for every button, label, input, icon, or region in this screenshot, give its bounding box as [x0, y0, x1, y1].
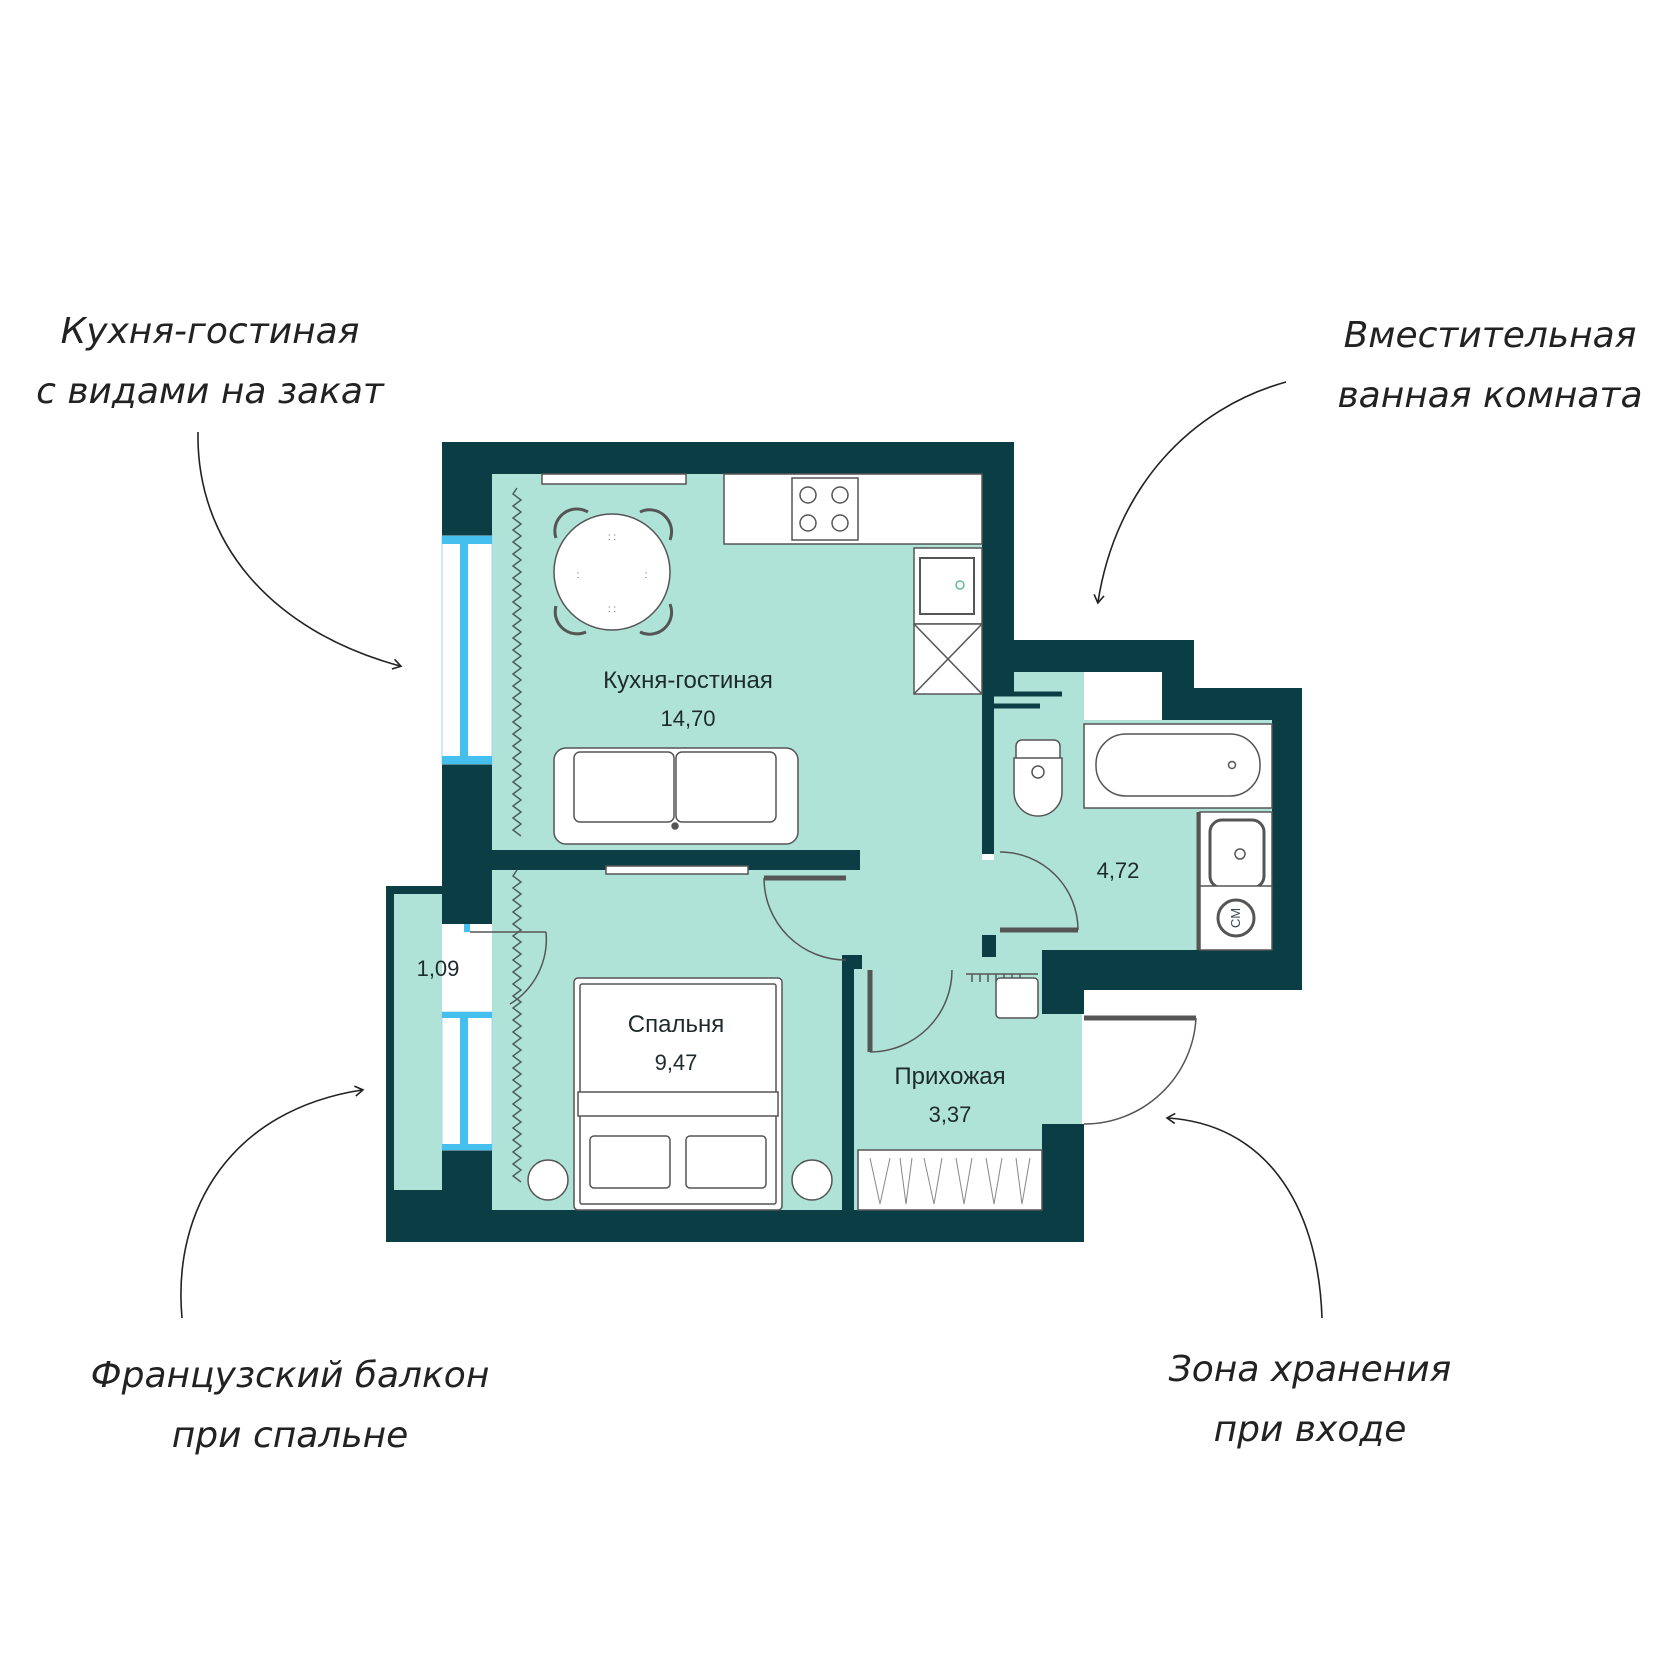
- windows: [441, 535, 493, 1151]
- toilet-icon: [1013, 739, 1063, 817]
- bathroom-annotation-line2: ванная комната: [1337, 375, 1643, 416]
- kitchen-annotation-line1: Кухня-гостиная: [60, 311, 360, 352]
- nightstand-left: [527, 1159, 569, 1201]
- svg-text::: :: [577, 570, 580, 581]
- wall-balcony-bottom: [386, 1190, 442, 1242]
- balcony-annotation-line2: при спальне: [171, 1415, 409, 1456]
- room-labels: Кухня-гостиная 14,70 Спальня 9,47 Прихож…: [417, 667, 1140, 1127]
- tv-stand: [605, 865, 749, 875]
- bedroom-furniture: [527, 977, 833, 1211]
- svg-text:: :: : :: [608, 532, 616, 543]
- wall-bedroom-hall-lower: [842, 955, 854, 1210]
- wall-top: [442, 442, 1014, 474]
- walls: [386, 442, 1302, 1242]
- wall-entrance-upper: [1042, 950, 1084, 1014]
- storage-annotation-line1: Зона хранения: [1168, 1349, 1452, 1390]
- wall-bath-inner-left: [982, 694, 994, 854]
- balcony-area: 1,09: [417, 956, 460, 981]
- bedroom-door: [763, 875, 847, 961]
- stove-icon: [791, 477, 859, 541]
- hallway-label: Прихожая: [894, 1063, 1005, 1090]
- wardrobe-icon: [857, 1149, 1043, 1211]
- bathroom-door: [999, 851, 1079, 933]
- bathroom-fixtures: СМ: [994, 691, 1273, 951]
- bathroom-annotation-line1: Вместительная: [1343, 315, 1637, 356]
- wall-balcony-left: [386, 886, 394, 1190]
- bathroom-area: 4,72: [1097, 858, 1140, 883]
- floor-areas: [392, 474, 1272, 1210]
- wall-left-middle: [442, 764, 492, 924]
- storage-arrow-icon: [1165, 1112, 1323, 1319]
- wall-bottom: [492, 1210, 1084, 1242]
- hallway-area: 3,37: [929, 1102, 972, 1127]
- nightstand-right: [791, 1159, 833, 1201]
- curtains: [511, 487, 523, 1183]
- balcony-door: [470, 931, 548, 1005]
- wall-left-lower: [442, 1150, 492, 1242]
- washing-machine-icon: СМ: [1199, 885, 1273, 951]
- storage-annotation-line2: при входе: [1213, 1409, 1407, 1450]
- wall-kitchen-right: [982, 474, 1014, 694]
- svg-text::: :: [645, 570, 648, 581]
- kitchen-curtain: [511, 487, 523, 837]
- wall-bath-right: [1272, 688, 1302, 988]
- bedroom-area: 9,47: [655, 1050, 698, 1075]
- kitchen-annotation: Кухня-гостиная с видами на закат: [20, 302, 400, 422]
- bathroom-arrow-icon: [1093, 381, 1287, 605]
- bathroom-annotation: Вместительная ванная комната: [1300, 306, 1680, 426]
- entrance-door: [1083, 1015, 1197, 1125]
- dining-table-icon: : : : : : :: [553, 507, 674, 636]
- balcony-arrow-icon: [180, 1085, 365, 1319]
- wall-left-upper: [442, 474, 492, 536]
- hallway-furniture: [857, 973, 1043, 1211]
- wall-balcony-top: [386, 886, 442, 894]
- sofa-icon: [553, 747, 799, 845]
- balcony-annotation: Французский балкон при спальне: [60, 1346, 520, 1466]
- doors: [470, 851, 1197, 1125]
- wall-bedroom-hall-upper: [842, 955, 862, 969]
- wall-bath-bottom: [1042, 950, 1302, 990]
- bathtub-icon: [1083, 723, 1273, 809]
- balcony-floor: [392, 894, 442, 1190]
- wall-bath-top-right: [1162, 640, 1194, 690]
- balcony-annotation-line1: Французский балкон: [90, 1355, 490, 1396]
- kitchen-hood-strip: [541, 473, 687, 485]
- washbasin-icon: [1199, 811, 1273, 897]
- radiator: [966, 973, 1038, 982]
- bed-icon: [573, 977, 783, 1211]
- wall-bath-left-stub: [982, 935, 996, 957]
- hallway-inner-door: [867, 969, 953, 1053]
- kitchen-furniture: : : : : : :: [541, 473, 983, 875]
- bedroom-label: Спальня: [628, 1011, 724, 1038]
- storage-annotation: Зона хранения при входе: [1120, 1340, 1500, 1460]
- kitchen-label: Кухня-гостиная: [603, 667, 773, 694]
- annotation-arrows: [180, 381, 1323, 1319]
- sink-icon: [919, 557, 975, 615]
- kitchen-annotation-line2: с видами на закат: [36, 371, 384, 412]
- washing-machine-label: СМ: [1228, 908, 1243, 928]
- kitchen-area: 14,70: [660, 706, 715, 731]
- shoe-cabinet: [995, 977, 1039, 1019]
- kitchen-window: [441, 535, 493, 765]
- bedroom-curtain: [511, 869, 523, 1183]
- bedroom-window: [441, 1011, 493, 1151]
- svg-text:: :: : :: [608, 604, 616, 615]
- storage-cabinet: [913, 623, 983, 695]
- kitchen-arrow-icon: [197, 431, 403, 670]
- wall-bedroom-top: [492, 850, 860, 870]
- balcony-door-marker: [464, 924, 470, 932]
